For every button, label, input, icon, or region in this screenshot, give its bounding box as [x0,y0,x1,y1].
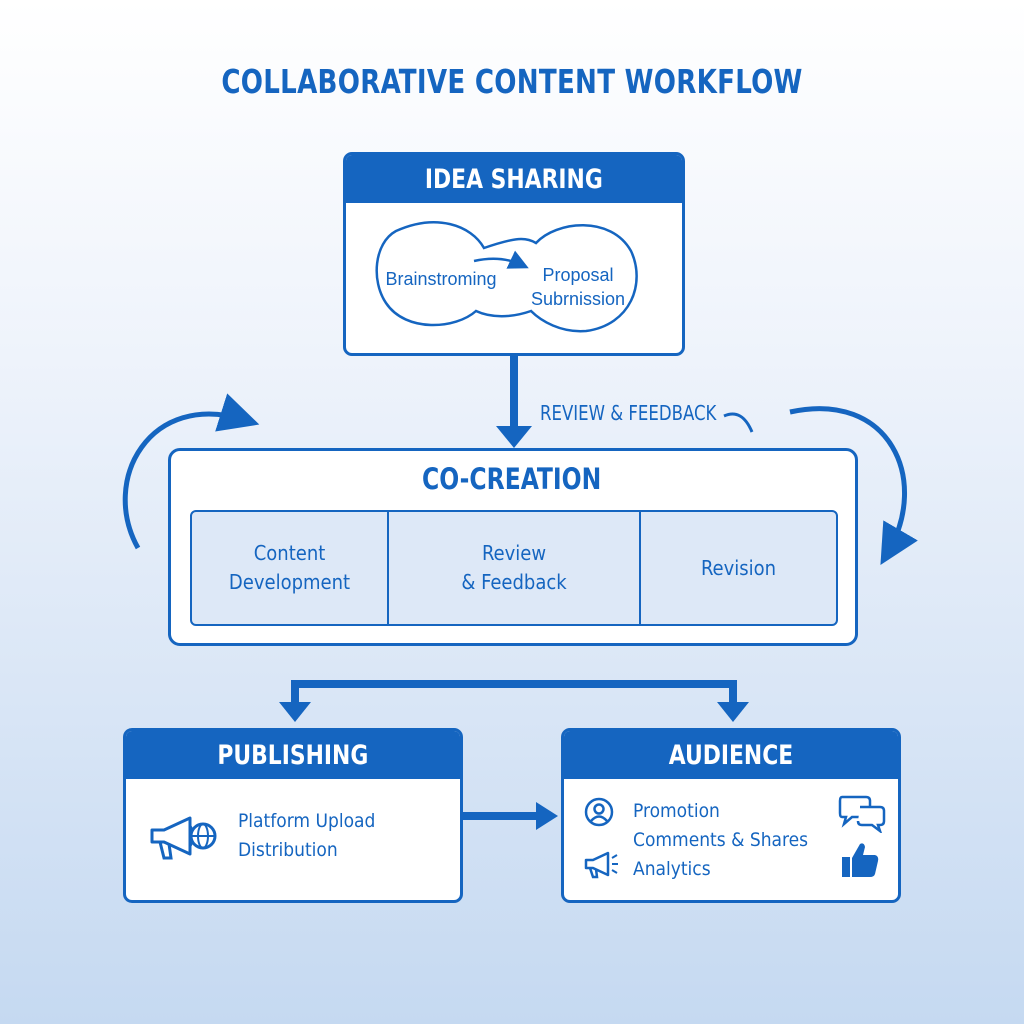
audience-item-promotion: Promotion [633,800,720,822]
step-review-feedback: Review& Feedback [389,512,641,624]
audience-item-comments-shares: Comments & Shares [633,829,809,851]
megaphone-icon [584,851,618,879]
arrow-publishing-to-audience [463,802,558,830]
megaphone-globe-icon [150,816,217,860]
publishing-box: PUBLISHING [123,728,463,903]
review-feedback-label: REVIEW & FEEDBACK [540,401,717,425]
bubbles-diagram: Brainstroming Proposal Subrnission [375,221,638,333]
audience-item-analytics: Analytics [633,858,711,880]
bubble-brainstorming: Brainstroming [385,269,496,289]
page-title: COLLABORATIVE CONTENT WORKFLOW [221,62,803,101]
step-revision: Revision [700,555,777,580]
co-creation-header: CO-CREATION [422,462,602,496]
idea-sharing-box: IDEA SHARING Brainstroming Proposal Subr… [343,152,685,356]
speech-bubbles-icon [838,795,886,833]
publishing-item-platform-upload: Platform Upload [238,810,376,832]
audience-engagement-header: AUDIENCE ENGAGEMENT [564,731,898,821]
thumbs-up-icon [842,843,879,877]
user-circle-icon [584,797,614,827]
publishing-header: PUBLISHING [126,731,460,779]
bubble-submission: Subrnission [531,289,625,309]
bubble-proposal: Proposal [542,265,613,285]
left-loop-arrow [122,393,260,550]
idea-sharing-header: IDEA SHARING [346,155,682,203]
review-feedback-squiggle [723,412,754,433]
arrow-cocreation-split [279,680,749,722]
publishing-item-distribution: Distribution [238,839,338,861]
arrow-idea-to-cocreation [496,356,532,448]
right-loop-arrow [789,406,918,565]
